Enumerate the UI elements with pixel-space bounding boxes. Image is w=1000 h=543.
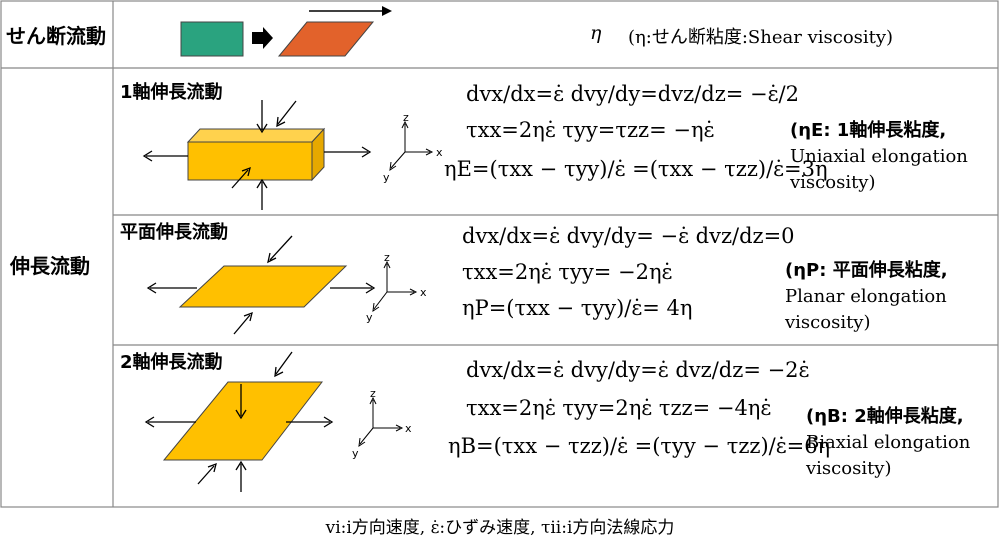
shear-eta-symbol: η	[590, 22, 602, 44]
uniaxial-note-line-1: (ηE: 1軸伸長粘度,	[790, 120, 947, 141]
biaxial-force-arrows	[144, 351, 334, 492]
variable-legend: vi:i方向速度, ε̇:ひずみ速度, τii:i方向法線応力	[325, 518, 675, 538]
biaxial-title: 2軸伸長流動	[120, 352, 223, 373]
uniaxial-equation-1: dvx/dx=ε̇ dvy/dy=dvz/dz= −ε̇/2	[466, 82, 799, 106]
planar-axes-icon	[372, 260, 418, 313]
uniaxial-note: (ηE: 1軸伸長粘度, Uniaxial elongation viscosi…	[790, 118, 968, 196]
shear-flow-label: せん断流動	[6, 24, 106, 48]
axis-z-label: z	[403, 111, 409, 124]
uniaxial-equation-2: τxx=2ηε̇ τyy=τzz= −ηε̇	[466, 118, 715, 142]
uniaxial-box	[186, 127, 326, 182]
biaxial-equation-2: τxx=2ηε̇ τyy=2ηε̇ τzz= −4ηε̇	[466, 396, 772, 420]
orange-parallelogram	[277, 21, 375, 57]
uniaxial-note-line-3: viscosity)	[790, 172, 876, 193]
biaxial-note-line-1: (ηB: 2軸伸長粘度,	[806, 406, 964, 427]
elongation-flow-label: 伸長流動	[10, 254, 90, 278]
planar-note: (ηP: 平面伸長粘度, Planar elongation viscosity…	[785, 258, 948, 336]
biaxial-axes-icon	[358, 396, 404, 448]
axis-y-label: y	[352, 447, 359, 460]
shear-arrow-icon	[382, 6, 392, 16]
biaxial-note-line-2: Biaxial elongation	[806, 432, 971, 453]
biaxial-note: (ηB: 2軸伸長粘度, Biaxial elongation viscosit…	[806, 404, 970, 482]
uniaxial-force-arrows	[142, 100, 372, 210]
uniaxial-title: 1軸伸長流動	[120, 82, 223, 103]
shear-viscosity-definition: (η:せん断粘度:Shear viscosity)	[628, 27, 894, 48]
right-arrow-icon	[252, 27, 273, 49]
axis-z-label: z	[384, 251, 390, 264]
planar-note-line-2: Planar elongation	[785, 286, 947, 307]
uniaxial-axes-icon	[389, 120, 434, 172]
planar-note-line-1: (ηP: 平面伸長粘度,	[785, 260, 948, 281]
biaxial-plate	[162, 381, 324, 461]
axis-x-label: x	[405, 422, 412, 435]
planar-plate	[178, 265, 348, 308]
biaxial-equation-1: dvx/dx=ε̇ dvy/dy=ε̇ dvz/dz= −2ε̇	[466, 358, 810, 382]
axis-y-label: y	[366, 311, 373, 324]
planar-force-arrows	[146, 235, 376, 335]
axis-x-label: x	[436, 146, 443, 159]
uniaxial-equation-3: ηE=(τxx − τyy)/ε̇ =(τxx − τzz)/ε̇=3η	[444, 157, 828, 181]
axis-y-label: y	[383, 171, 390, 184]
planar-title: 平面伸長流動	[120, 222, 228, 243]
planar-note-line-3: viscosity)	[785, 312, 871, 333]
axis-x-label: x	[420, 286, 427, 299]
biaxial-equation-3: ηB=(τxx − τzz)/ε̇ =(τyy − τzz)/ε̇=6η	[448, 434, 831, 458]
uniaxial-note-line-2: Uniaxial elongation	[790, 146, 968, 167]
biaxial-note-line-3: viscosity)	[806, 458, 892, 479]
green-rectangle	[180, 21, 244, 57]
planar-equation-1: dvx/dx=ε̇ dvy/dy= −ε̇ dvz/dz=0	[462, 224, 795, 248]
planar-equation-2: τxx=2ηε̇ τyy= −2ηε̇	[462, 260, 673, 284]
planar-equation-3: ηP=(τxx − τyy)/ε̇= 4η	[462, 296, 693, 320]
axis-z-label: z	[370, 387, 376, 400]
